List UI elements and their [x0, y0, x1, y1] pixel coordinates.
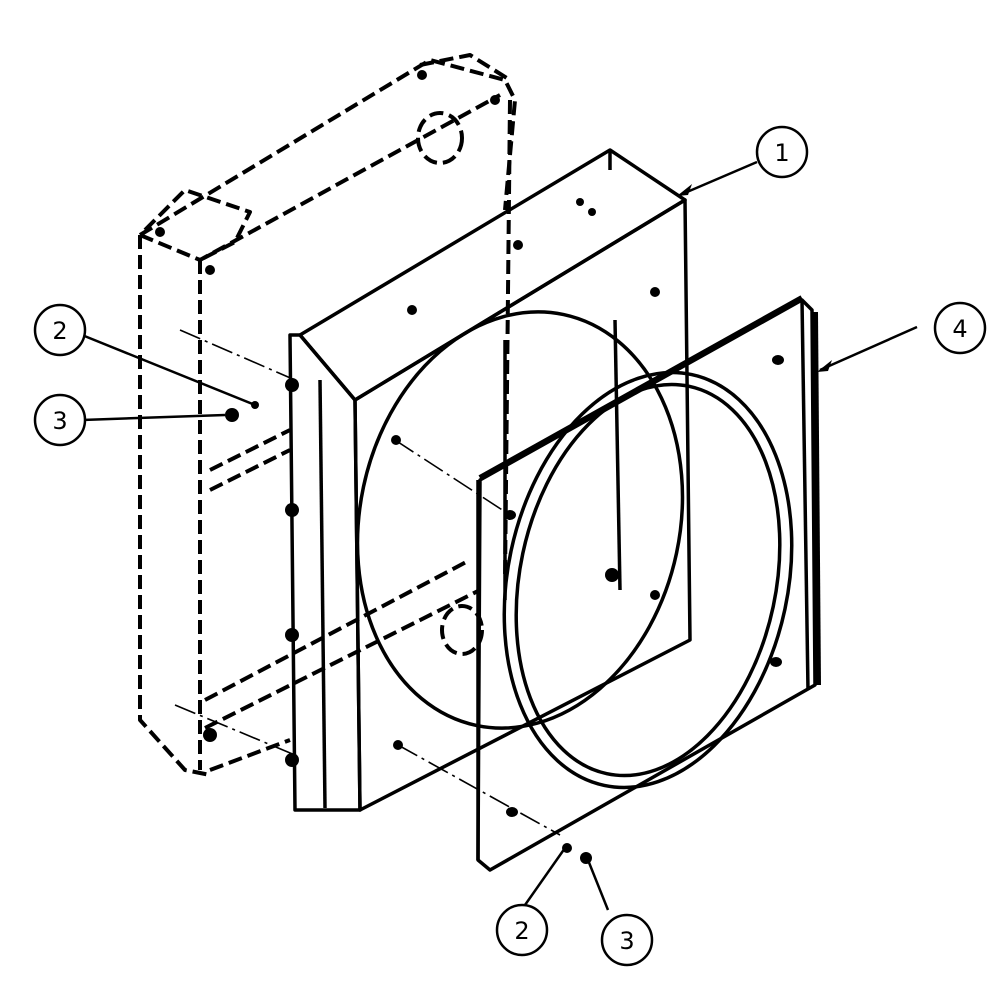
callout-2-upper-label: 2: [52, 317, 67, 345]
callout-3-lower-label: 3: [619, 927, 634, 955]
callout-1: 1: [755, 125, 809, 179]
callout-3-lower: 3: [600, 913, 654, 967]
callout-1-label: 1: [774, 139, 789, 167]
callout-2-lower-label: 2: [514, 917, 529, 945]
callout-2-upper: 2: [33, 303, 87, 357]
callout-3-upper-label: 3: [52, 407, 67, 435]
assembly-center-lines: [174, 329, 561, 836]
radiator-phantom: [138, 53, 517, 777]
callout-2-lower: 2: [495, 903, 549, 957]
ring-plate-right-edge-thick: [812, 311, 821, 686]
radiator-holes: [155, 70, 500, 742]
shroud-holes: [285, 198, 660, 767]
callout-4: 4: [933, 301, 987, 355]
leader-lines: [81, 160, 918, 911]
ring-plate-edge-thick: [478, 295, 804, 481]
callout-4-label: 4: [952, 315, 967, 343]
leader-arrowheads: [677, 184, 832, 372]
shroud-part-1: [288, 148, 692, 812]
callout-3-upper: 3: [33, 393, 87, 447]
